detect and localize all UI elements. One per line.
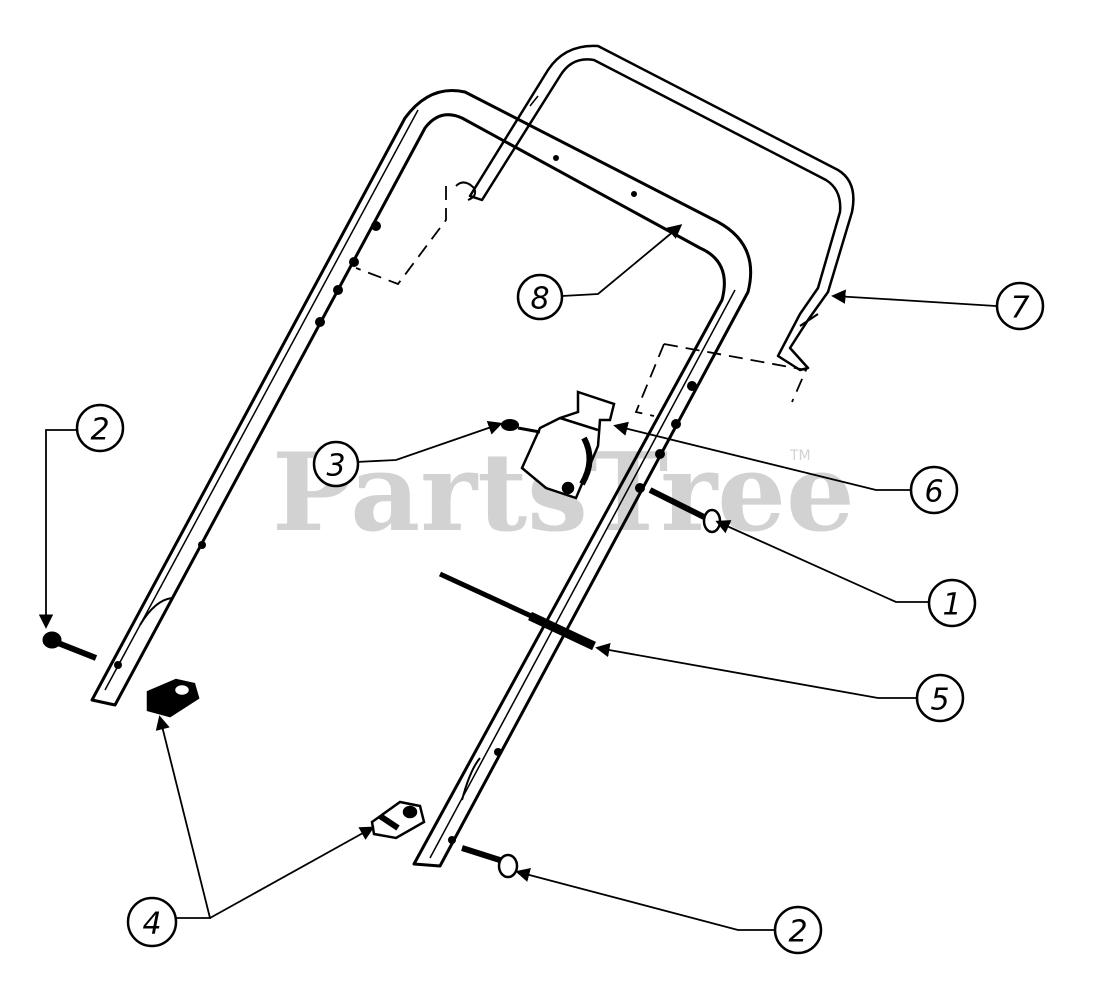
callout-4: 4 xyxy=(126,896,178,948)
bolt-left xyxy=(42,631,98,661)
bolt-small xyxy=(501,419,541,434)
leader-3 xyxy=(355,420,503,463)
svg-text:2: 2 xyxy=(788,915,807,950)
leader-4-b xyxy=(209,826,375,919)
cable-rod xyxy=(438,571,596,651)
callouts: 8 7 2 3 6 1 5 4 xyxy=(75,273,1045,955)
leader-2-bottom xyxy=(515,867,774,931)
svg-text:7: 7 xyxy=(1010,291,1029,326)
svg-text:4: 4 xyxy=(142,907,161,942)
callout-1: 1 xyxy=(927,578,977,628)
watermark-trademark: TM xyxy=(789,448,811,464)
leader-6 xyxy=(613,421,910,491)
svg-text:5: 5 xyxy=(930,683,949,718)
callout-6: 6 xyxy=(909,465,959,515)
knob-right xyxy=(370,800,426,840)
svg-text:1: 1 xyxy=(942,588,961,623)
callout-2-bottom: 2 xyxy=(773,905,823,955)
svg-text:2: 2 xyxy=(90,413,109,448)
dashed-guides xyxy=(355,186,808,417)
bolt-bottom xyxy=(461,845,519,879)
callout-3: 3 xyxy=(312,440,360,488)
cable-guide xyxy=(520,390,616,500)
svg-text:6: 6 xyxy=(924,475,943,510)
leader-8 xyxy=(561,224,683,297)
callout-5: 5 xyxy=(915,673,965,723)
leader-7 xyxy=(831,289,997,307)
leader-5 xyxy=(595,642,916,699)
knob-left xyxy=(146,678,200,718)
callout-8: 8 xyxy=(516,273,564,321)
lower-handle xyxy=(90,89,753,868)
callout-7: 7 xyxy=(995,281,1045,331)
leader-lines xyxy=(38,224,997,931)
leader-2-left xyxy=(38,429,76,629)
control-bail xyxy=(455,44,855,372)
callout-2-left: 2 xyxy=(75,403,125,453)
leader-1 xyxy=(715,520,928,603)
svg-text:3: 3 xyxy=(326,449,345,484)
svg-text:8: 8 xyxy=(530,282,549,317)
leader-4-a xyxy=(155,715,212,919)
